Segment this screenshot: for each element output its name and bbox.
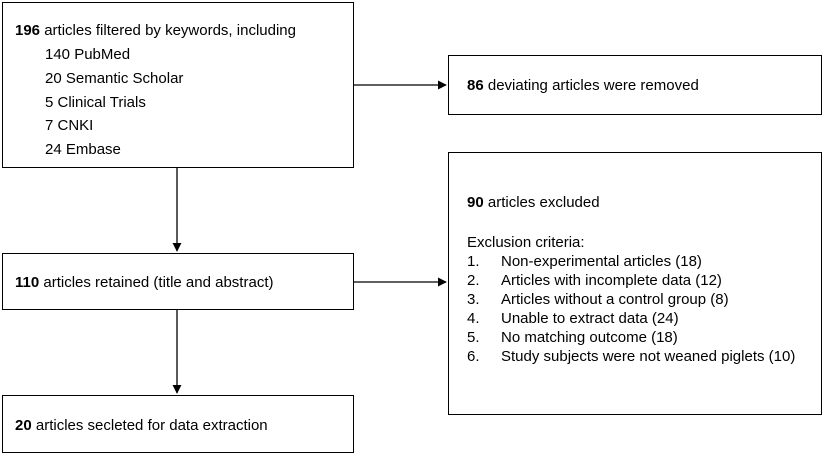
removed-box: 86 deviating articles were removed (448, 55, 822, 115)
identification-count: 196 (15, 22, 41, 39)
criteria-text: Articles with incomplete data (12) (501, 272, 722, 289)
retained-label: articles retained (title and abstract) (39, 274, 274, 291)
retained-box: 110 articles retained (title and abstrac… (2, 253, 354, 310)
selected-count: 20 (15, 417, 32, 434)
selected-box: 20 articles secleted for data extraction (2, 395, 354, 453)
criteria-title: Exclusion criteria: (467, 234, 585, 251)
criteria-text: No matching outcome (18) (501, 329, 678, 346)
criteria-number: 3. (467, 291, 480, 308)
removed-text: 86 deviating articles were removed (467, 76, 699, 95)
identification-box: 196 articles filtered by keywords, inclu… (2, 2, 354, 168)
criteria-item: 3. Articles without a control group (8) (467, 290, 729, 309)
excluded-box: 90 articles excluded Exclusion criteria:… (448, 152, 822, 415)
criteria-item: 6. Study subjects were not weaned piglet… (467, 347, 795, 366)
excluded-count: 90 (467, 194, 484, 211)
criteria-item: 2. Articles with incomplete data (12) (467, 271, 722, 290)
identification-heading: 196 articles filtered by keywords, inclu… (15, 21, 296, 40)
criteria-number: 2. (467, 272, 480, 289)
criteria-text: Study subjects were not weaned piglets (… (501, 348, 796, 365)
source-item: 140 PubMed (45, 46, 131, 63)
excluded-heading: 90 articles excluded (467, 193, 600, 212)
source-item: 20 Semantic Scholar (45, 70, 184, 87)
criteria-item: 1. Non-experimental articles (18) (467, 252, 702, 271)
criteria-number: 5. (467, 329, 480, 346)
criteria-number: 4. (467, 310, 480, 327)
identification-text: articles filtered by keywords, including (40, 22, 296, 39)
source-item: 24 Embase (45, 141, 121, 158)
criteria-item: 4. Unable to extract data (24) (467, 309, 679, 328)
criteria-item: 5. No matching outcome (18) (467, 328, 678, 347)
criteria-text: Unable to extract data (24) (501, 310, 679, 327)
source-item: 7 CNKI (45, 117, 94, 134)
retained-text: 110 articles retained (title and abstrac… (15, 273, 273, 292)
selected-text: 20 articles secleted for data extraction (15, 416, 268, 435)
criteria-number: 1. (467, 253, 480, 270)
criteria-text: Articles without a control group (8) (501, 291, 729, 308)
excluded-label: articles excluded (483, 194, 600, 211)
criteria-text: Non-experimental articles (18) (501, 253, 702, 270)
source-item: 5 Clinical Trials (45, 94, 146, 111)
selected-label: articles secleted for data extraction (31, 417, 268, 434)
removed-label: deviating articles were removed (483, 77, 699, 94)
retained-count: 110 (15, 274, 40, 291)
removed-count: 86 (467, 77, 484, 94)
criteria-number: 6. (467, 348, 480, 365)
